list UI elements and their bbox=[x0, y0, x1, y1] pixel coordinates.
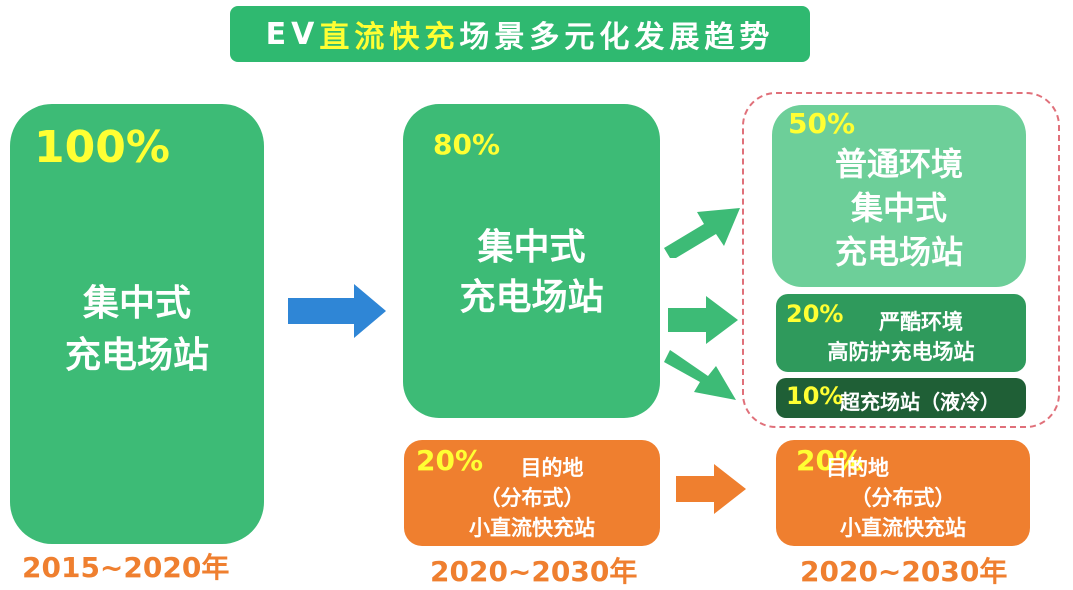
left-block: 100% 集中式 充电场站 bbox=[10, 104, 264, 544]
right-mid-line2: 高防护充电场站 bbox=[827, 340, 975, 364]
right-group-border bbox=[742, 92, 1060, 428]
middle-small-line3: 小直流快充站 bbox=[469, 516, 595, 540]
middle-block: 80% 集中式 充电场站 bbox=[403, 104, 660, 418]
right-top-percent: 50% bbox=[788, 107, 856, 140]
arrow-right-orange-icon bbox=[676, 464, 746, 514]
right-top-block: 50% 普通环境 集中式 充电场站 bbox=[772, 105, 1026, 287]
right-low-block: 10% 超充场站（液冷） bbox=[776, 378, 1026, 418]
title-suffix: 场景多元化发展趋势 bbox=[459, 20, 775, 55]
left-line2: 充电场站 bbox=[64, 335, 209, 376]
right-top-line3: 充电场站 bbox=[834, 233, 963, 271]
right-mid-line1: 严酷环境 bbox=[879, 310, 963, 334]
right-low-percent: 10% bbox=[786, 382, 844, 410]
middle-small-line2: （分布式） bbox=[479, 486, 585, 510]
middle-small-percent: 20% bbox=[416, 444, 484, 477]
right-small-line3: 小直流快充站 bbox=[840, 516, 966, 540]
title-banner: EV 直流快充 场景多元化发展趋势 bbox=[230, 6, 810, 62]
middle-small-line1: 目的地 bbox=[520, 456, 584, 480]
title-prefix: EV bbox=[265, 16, 320, 52]
left-year: 2015~2020年 bbox=[22, 551, 230, 584]
right-low-text: 超充场站（液冷） bbox=[840, 390, 1000, 414]
middle-line2: 充电场站 bbox=[459, 277, 604, 318]
right-mid-percent: 20% bbox=[786, 300, 844, 328]
right-small-line2: （分布式） bbox=[850, 486, 956, 510]
right-top-line2: 集中式 bbox=[850, 189, 947, 227]
title-highlight: 直流快充 bbox=[319, 20, 460, 55]
right-mid-block: 20% 严酷环境 高防护充电场站 bbox=[776, 294, 1026, 372]
middle-line1: 集中式 bbox=[477, 227, 586, 268]
middle-percent: 80% bbox=[433, 128, 501, 161]
arrow-up-right-icon bbox=[664, 208, 740, 258]
middle-small-block: 20% 目的地 （分布式） 小直流快充站 bbox=[404, 440, 660, 546]
right-top-line1: 普通环境 bbox=[834, 145, 963, 183]
right-small-block: 20% 目的地 （分布式） 小直流快充站 bbox=[776, 440, 1030, 546]
right-year: 2020~2030年 bbox=[800, 555, 1008, 588]
middle-year: 2020~2030年 bbox=[430, 555, 638, 588]
left-percent: 100% bbox=[34, 122, 170, 173]
right-small-percent: 20% bbox=[796, 444, 864, 477]
arrow-right-icon bbox=[668, 296, 738, 344]
left-line1: 集中式 bbox=[82, 283, 191, 324]
right-small-line1: 目的地 bbox=[826, 456, 889, 480]
arrow-right-blue-icon bbox=[288, 284, 386, 338]
arrow-down-right-icon bbox=[664, 350, 736, 400]
